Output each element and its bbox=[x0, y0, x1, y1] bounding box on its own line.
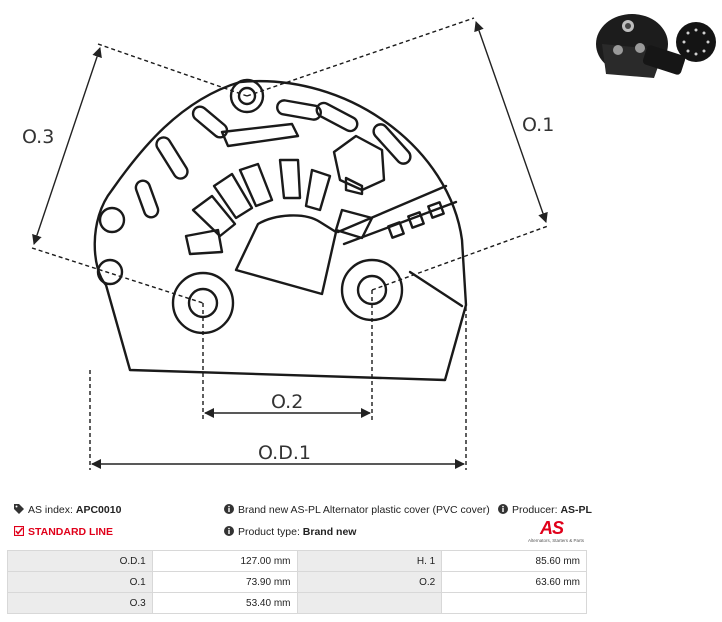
product-type: Product type: Brand new bbox=[224, 526, 356, 538]
spec-value bbox=[441, 592, 587, 614]
product-photo-icon[interactable] bbox=[592, 4, 718, 86]
dim-label-o3: O.3 bbox=[22, 126, 54, 148]
spec-value: 85.60 mm bbox=[441, 550, 587, 572]
product-type-label: Product type: bbox=[238, 526, 300, 538]
spec-key: O.3 bbox=[7, 592, 153, 614]
checkbox-checked-icon bbox=[14, 526, 24, 536]
technical-drawing: O.3 O.1 O.2 O.D.1 bbox=[22, 17, 554, 470]
producer-label: Producer: bbox=[512, 504, 558, 516]
spec-key: O.2 bbox=[296, 571, 443, 593]
tag-icon bbox=[14, 504, 24, 514]
specs-table: O.D.1 127.00 mm H. 1 85.60 mm O.1 73.90 … bbox=[7, 550, 587, 614]
spec-key: H. 1 bbox=[296, 550, 443, 572]
standard-line-label: STANDARD LINE bbox=[28, 526, 113, 538]
as-index: AS index: APC0010 bbox=[14, 504, 121, 516]
dim-label-o2: O.2 bbox=[271, 391, 303, 413]
standard-line: STANDARD LINE bbox=[14, 526, 113, 538]
spec-value: 63.60 mm bbox=[441, 571, 587, 593]
as-pl-logo: AS Alternators, Starters & Parts bbox=[528, 518, 588, 546]
spec-value: 127.00 mm bbox=[151, 550, 298, 572]
description-text: Brand new AS-PL Alternator plastic cover… bbox=[238, 504, 490, 516]
dim-label-od1: O.D.1 bbox=[258, 442, 311, 464]
product-description: Brand new AS-PL Alternator plastic cover… bbox=[224, 504, 490, 516]
product-type-value: Brand new bbox=[302, 526, 357, 538]
as-index-value: APC0010 bbox=[75, 504, 122, 516]
info-icon bbox=[224, 526, 234, 536]
info-icon bbox=[224, 504, 234, 514]
producer-value: AS-PL bbox=[560, 504, 592, 516]
dim-label-o1: O.1 bbox=[522, 114, 554, 136]
spec-key bbox=[296, 592, 443, 614]
table-row: O.1 73.90 mm O.2 63.60 mm bbox=[7, 571, 587, 593]
as-index-label: AS index: bbox=[28, 504, 73, 516]
logo-mark: AS bbox=[540, 518, 564, 538]
table-row: O.D.1 127.00 mm H. 1 85.60 mm bbox=[7, 550, 587, 572]
spec-value: 73.90 mm bbox=[151, 571, 298, 593]
spec-key: O.D.1 bbox=[7, 550, 153, 572]
table-row: O.3 53.40 mm bbox=[7, 592, 587, 614]
spec-value: 53.40 mm bbox=[151, 592, 298, 614]
info-icon bbox=[498, 504, 508, 514]
logo-tagline: Alternators, Starters & Parts bbox=[528, 538, 585, 543]
producer: Producer: AS-PL bbox=[498, 504, 592, 516]
spec-key: O.1 bbox=[7, 571, 153, 593]
